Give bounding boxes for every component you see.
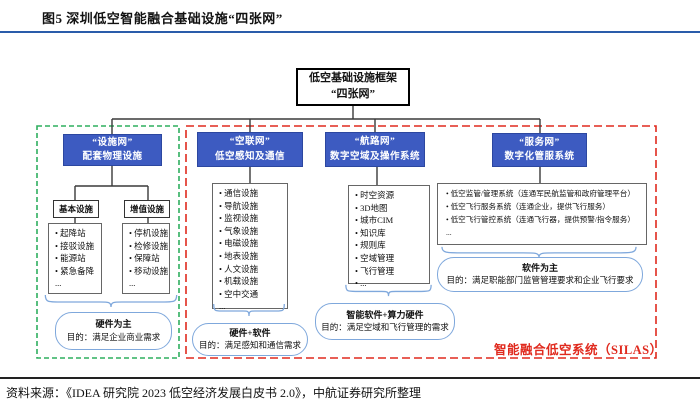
- summary-service: 软件为主 目的：满足职能部门监管管理要求和企业飞行要求: [437, 257, 643, 292]
- list-item: ...: [55, 278, 62, 289]
- list-item: 规则库: [355, 239, 427, 252]
- value-added-facility-list: 停机设施 检修设施 保障站 移动设施 ...: [122, 223, 170, 294]
- column-header-facility: “设施网” 配套物理设施: [63, 134, 162, 166]
- list-item: ...: [219, 301, 226, 312]
- list-item: 紧急备降: [55, 265, 99, 278]
- summary-purpose: 目的：满足空域和飞行管理的需求: [321, 322, 449, 333]
- column-header-air-link: “空联网” 低空感知及通信: [197, 132, 303, 167]
- summary-air-route: 智能软件+算力硬件 目的：满足空域和飞行管理的需求: [315, 303, 455, 340]
- header-line: 低空感知及通信: [214, 151, 285, 162]
- list-item: 电磁设施: [219, 237, 285, 250]
- list-item: 起降站: [55, 227, 99, 240]
- column-header-air-route: “航路网” 数字空域及操作系统: [325, 132, 425, 167]
- summary-title: 智能软件+算力硬件: [346, 309, 424, 320]
- curly-brace-icon: [44, 294, 178, 308]
- header-line: “服务网”: [519, 137, 560, 148]
- summary-purpose: 目的：满足职能部门监管管理要求和企业飞行要求: [446, 275, 634, 286]
- basic-facility-label: 基本设施: [53, 200, 99, 218]
- list-item: 低空监管/管理系统（连通军民航监管和政府管理平台）: [446, 187, 644, 200]
- summary-purpose: 目的：满足企业商业需求: [66, 331, 161, 342]
- header-line: 配套物理设施: [82, 152, 143, 162]
- list-item: 接驳设施: [55, 240, 99, 253]
- list-item: 气象设施: [219, 225, 285, 238]
- list-item: 低空飞行服务系统（连通企业，提供飞行服务）: [446, 200, 644, 213]
- list-item: 移动设施: [129, 265, 168, 278]
- list-item: 检修设施: [129, 240, 168, 253]
- header-line: 数字空域及操作系统: [329, 151, 420, 162]
- air-route-list: 时空资源 3D地图 城市CIM 知识库 规则库 空域管理 飞行管理 ...: [348, 185, 430, 288]
- list-item: 停机设施: [129, 227, 168, 240]
- list-item: 人文设施: [219, 263, 285, 276]
- list-item: 通信设施: [219, 187, 285, 200]
- list-item: 时空资源: [355, 189, 427, 202]
- list-item: 机载设施: [219, 275, 285, 288]
- summary-title: 硬件为主: [95, 319, 132, 330]
- header-line: “空联网”: [229, 137, 271, 148]
- list-item: 低空飞行管控系统（连通飞行器，提供预警/指令服务）: [446, 213, 644, 226]
- root-line1: 低空基础设施框架: [309, 72, 397, 85]
- source-note: 资料来源：《IDEA 研究院 2023 低空经济发展白皮书 2.0》，中航证券研…: [6, 386, 421, 400]
- silas-label: 智能融合低空系统（SILAS）: [494, 343, 663, 357]
- value-added-facility-label: 增值设施: [124, 200, 170, 218]
- header-line: “航路网”: [354, 137, 396, 148]
- list-item: 空域管理: [355, 252, 427, 265]
- summary-air-link: 硬件+软件 目的：满足感知和通信需求: [192, 323, 308, 356]
- list-item: ...: [446, 228, 452, 237]
- list-item: 知识库: [355, 227, 427, 240]
- air-link-list: 通信设施 导航设施 监视设施 气象设施 电磁设施 地表设施 人文设施 机载设施 …: [212, 183, 288, 311]
- list-item: 地表设施: [219, 250, 285, 263]
- curly-brace-icon: [213, 303, 285, 317]
- page-title: 图5 深圳低空智能融合基础设施“四张网”: [42, 11, 283, 26]
- source-divider: [0, 377, 700, 379]
- header-line: “设施网”: [92, 137, 133, 148]
- list-item: 城市CIM: [355, 214, 427, 227]
- summary-facility: 硬件为主 目的：满足企业商业需求: [55, 312, 172, 350]
- root-node: 低空基础设施框架 “四张网”: [296, 68, 410, 106]
- list-item: ...: [355, 277, 427, 290]
- list-item: 3D地图: [355, 202, 427, 215]
- header-line: 数字化管服系统: [504, 152, 575, 162]
- service-list: 低空监管/管理系统（连通军民航监管和政府管理平台） 低空飞行服务系统（连通企业，…: [437, 183, 647, 245]
- list-item: 飞行管理: [355, 265, 427, 278]
- summary-title: 软件为主: [521, 262, 558, 273]
- title-divider: [0, 31, 700, 33]
- basic-facility-list: 起降站 接驳设施 能源站 紧急备降 ...: [48, 223, 102, 294]
- list-item: 监视设施: [219, 212, 285, 225]
- list-item: 保障站: [129, 252, 167, 265]
- list-item: ...: [129, 278, 136, 289]
- summary-title: 硬件+软件: [229, 327, 271, 338]
- list-item: 能源站: [55, 252, 99, 265]
- curly-brace-icon: [345, 284, 432, 297]
- root-line2: “四张网”: [331, 88, 375, 100]
- list-item: 导航设施: [219, 200, 285, 213]
- list-item: 空中交通: [219, 288, 285, 301]
- summary-purpose: 目的：满足感知和通信需求: [198, 340, 301, 351]
- column-header-service: “服务网” 数字化管服系统: [492, 133, 587, 167]
